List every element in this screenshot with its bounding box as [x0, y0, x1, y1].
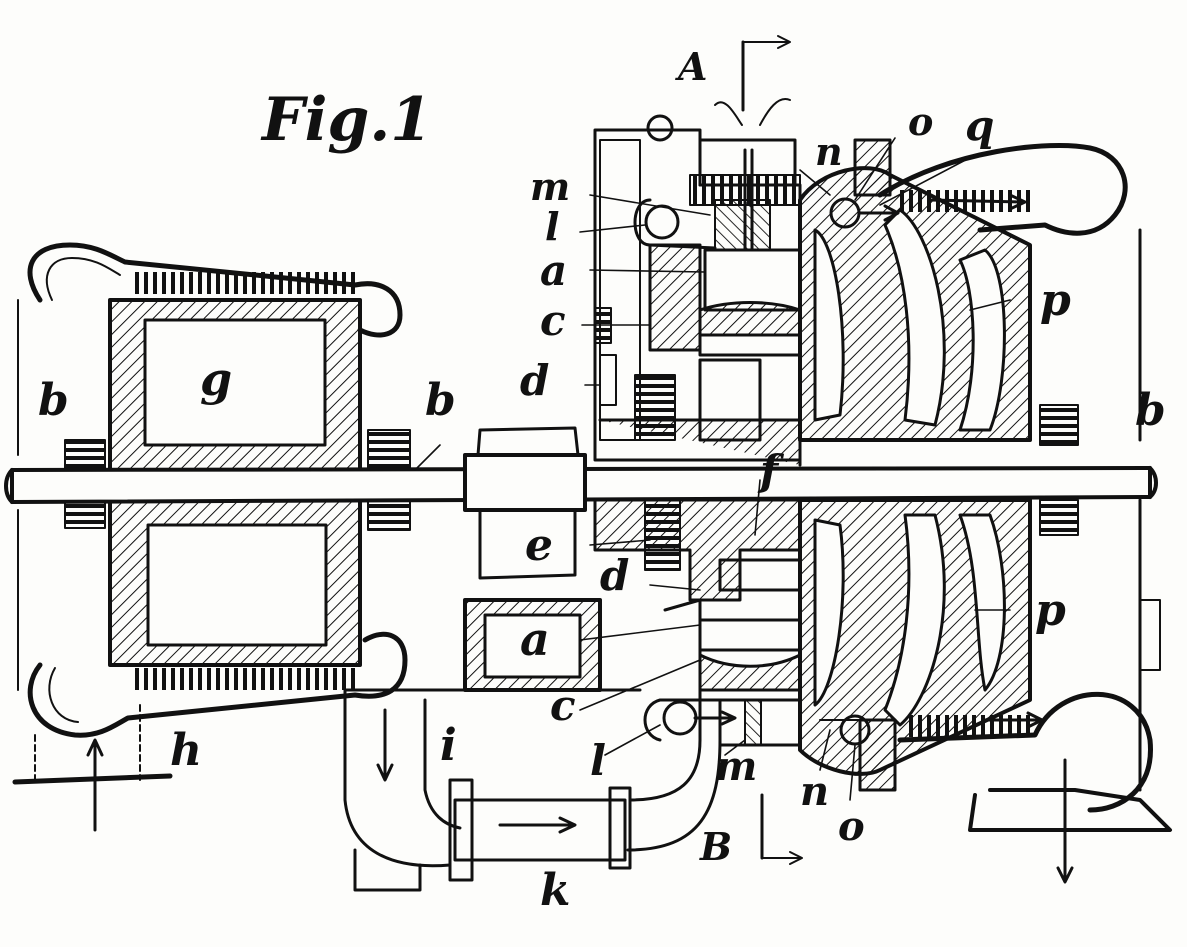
label-c-bot: c [550, 681, 576, 730]
turbine-wheel [798, 138, 1172, 884]
combustion-chamber-upper [593, 98, 802, 467]
leader-lines [414, 137, 1011, 801]
section-line [741, 35, 803, 865]
label-e: e [525, 520, 553, 571]
label-l-bot: l [590, 736, 606, 785]
label-b-left: b [38, 375, 69, 426]
combustion-chamber-lower [343, 598, 722, 892]
label-A: A [675, 44, 707, 89]
label-o-bot: o [838, 803, 865, 850]
label-g: g [200, 352, 232, 406]
label-q: q [965, 101, 994, 150]
label-a-top: a [540, 246, 567, 295]
coupling [463, 426, 587, 580]
label-l-top: l [545, 204, 559, 249]
label-h: h [170, 725, 202, 776]
label-b-right: b [1135, 385, 1166, 436]
lower-center-assembly [593, 498, 881, 747]
label-d-bot: d [600, 551, 629, 600]
label-m-top: m [530, 164, 570, 209]
label-p-top: p [1040, 275, 1071, 326]
label-n-bot: n [800, 768, 829, 815]
label-d-top: d [520, 356, 549, 405]
figure-title: Fig.1 [260, 85, 432, 155]
label-m-bot: m [715, 743, 757, 790]
label-a-bot: a [520, 612, 550, 666]
left-rotor-assembly [12, 242, 411, 832]
label-B: B [699, 824, 732, 869]
label-n-top: n [815, 129, 843, 174]
label-b-mid: b [425, 375, 456, 426]
label-c-top: c [540, 296, 566, 345]
label-o-top: o [908, 99, 933, 144]
label-k: k [540, 865, 571, 916]
label-p-bot: p [1035, 585, 1066, 636]
label-i: i [440, 720, 457, 771]
